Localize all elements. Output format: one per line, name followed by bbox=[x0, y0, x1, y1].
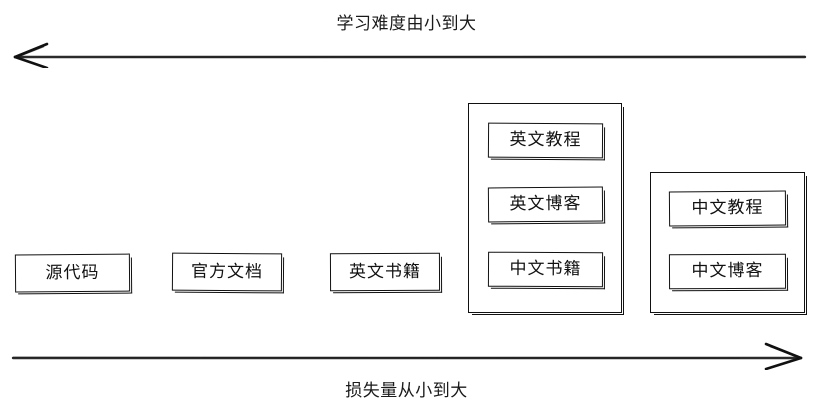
node-source-code-label: 源代码 bbox=[45, 262, 100, 283]
group-chinese-resources: 中文教程 中文博客 bbox=[650, 172, 807, 315]
node-source-code[interactable]: 源代码 bbox=[14, 253, 131, 293]
node-english-blog-label: 英文博客 bbox=[509, 193, 582, 215]
node-chinese-books-label: 中文书籍 bbox=[509, 258, 582, 280]
node-english-books[interactable]: 英文书籍 bbox=[329, 252, 441, 292]
node-official-docs[interactable]: 官方文档 bbox=[171, 252, 283, 292]
loss-axis-arrow bbox=[11, 342, 803, 370]
node-official-docs-label: 官方文档 bbox=[190, 261, 264, 282]
node-english-books-label: 英文书籍 bbox=[348, 261, 422, 282]
node-chinese-tutorial-label: 中文教程 bbox=[691, 197, 764, 219]
bottom-axis-label: 损失量从小到大 bbox=[345, 381, 468, 401]
group-english-resources: 英文教程 英文博客 中文书籍 bbox=[468, 103, 624, 315]
node-chinese-tutorial[interactable]: 中文教程 bbox=[668, 190, 787, 227]
difficulty-axis-arrow bbox=[13, 42, 807, 68]
node-english-blog[interactable]: 英文博客 bbox=[487, 186, 604, 223]
node-chinese-blog[interactable]: 中文博客 bbox=[668, 253, 787, 290]
node-chinese-blog-label: 中文博客 bbox=[691, 260, 764, 282]
top-axis-label: 学习难度由小到大 bbox=[336, 14, 477, 34]
node-english-tutorial[interactable]: 英文教程 bbox=[487, 122, 604, 159]
node-chinese-books[interactable]: 中文书籍 bbox=[487, 251, 604, 288]
node-english-tutorial-label: 英文教程 bbox=[509, 129, 582, 151]
